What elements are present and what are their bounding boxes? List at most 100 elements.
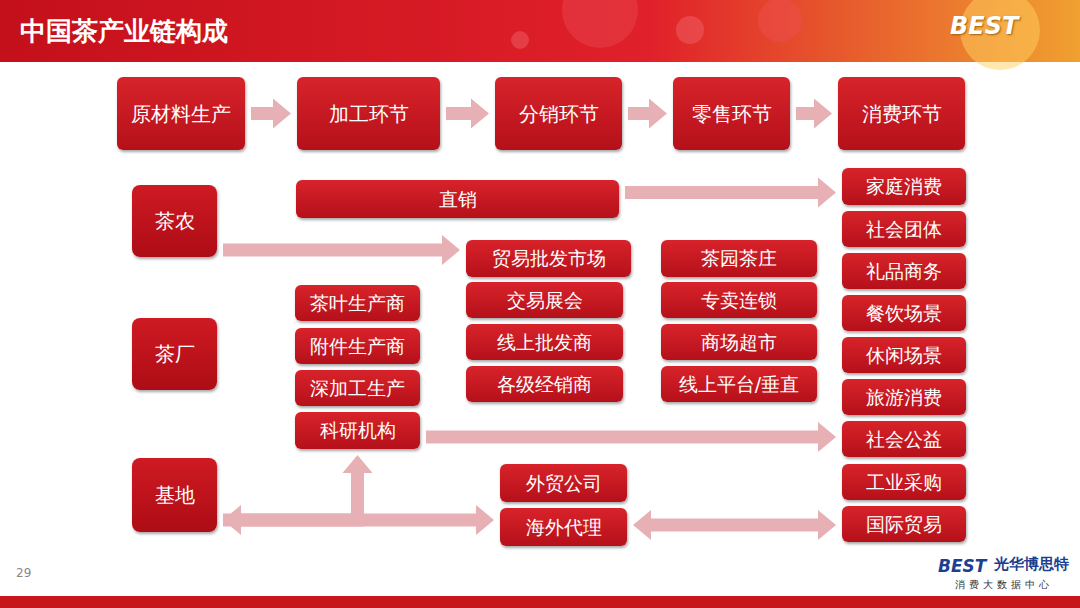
box-label: 加工环节: [329, 102, 409, 126]
box-label: 线上平台/垂直: [679, 373, 799, 396]
item-box: 外贸公司: [500, 464, 627, 502]
arrow-head: [814, 99, 832, 129]
arrow-head: [343, 455, 373, 473]
side-box: 茶厂: [132, 318, 217, 390]
arrow-shaft: [223, 244, 443, 257]
arrow-head: [471, 99, 489, 129]
item-box: 线上平台/垂直: [661, 366, 817, 402]
stage-box: 原材料生产: [117, 77, 245, 150]
flow-arrow: [796, 99, 832, 129]
logo-text: 光华博思特: [994, 555, 1069, 574]
box-label: 专卖连锁: [701, 289, 777, 312]
item-box: 各级经销商: [466, 366, 623, 402]
box-label: 休闲场景: [866, 344, 942, 367]
box-label: 外贸公司: [526, 472, 602, 495]
arrow-head: [273, 99, 291, 129]
box-label: 茶园茶庄: [701, 247, 777, 270]
item-box: 旅游消费: [842, 379, 966, 415]
box-label: 海外代理: [526, 516, 602, 539]
item-box: 专卖连锁: [661, 282, 817, 318]
deco-circle: [562, 0, 638, 48]
item-box: 交易展会: [466, 282, 623, 318]
box-label: 附件生产商: [310, 335, 405, 358]
box-label: 茶农: [155, 209, 195, 233]
arrow-shaft: [426, 431, 819, 444]
box-label: 贸易批发市场: [492, 247, 606, 270]
flow-arrow: [633, 510, 836, 540]
item-box: 商场超市: [661, 324, 817, 360]
item-box: 休闲场景: [842, 337, 966, 373]
item-box: 国际贸易: [842, 506, 966, 542]
item-box: 深加工生产: [295, 370, 420, 406]
item-box: 科研机构: [295, 412, 420, 449]
side-box: 基地: [132, 458, 217, 532]
arrow-head: [818, 510, 836, 540]
item-box: 茶叶生产商: [295, 285, 420, 321]
arrow-shaft: [796, 107, 815, 120]
item-box: 附件生产商: [295, 328, 420, 364]
flow-arrow: [251, 99, 291, 129]
item-box: 餐饮场景: [842, 295, 966, 331]
arrow-head: [633, 510, 651, 540]
page-number: 29: [16, 566, 31, 580]
box-label: 国际贸易: [866, 513, 942, 536]
item-box: 贸易批发市场: [466, 240, 631, 277]
box-label: 原材料生产: [131, 102, 231, 126]
deco-circle: [758, 0, 802, 42]
item-box: 线上批发商: [466, 324, 623, 360]
box-label: 分销环节: [519, 102, 599, 126]
arrow-shaft: [625, 186, 819, 199]
arrow-shaft: [628, 107, 650, 120]
box-label: 深加工生产: [310, 377, 405, 400]
logo-subtitle: 消费大数据中心: [955, 578, 1053, 592]
arrow-shaft: [446, 107, 472, 120]
stage-box: 零售环节: [673, 77, 790, 150]
flow-arrow: [223, 235, 460, 265]
item-box: 工业采购: [842, 464, 966, 500]
item-box: 茶园茶庄: [661, 240, 817, 277]
box-label: 茶厂: [155, 342, 195, 366]
item-box: 直销: [296, 180, 619, 218]
box-label: 商场超市: [701, 331, 777, 354]
item-box: 家庭消费: [842, 168, 966, 205]
title-bar: [0, 0, 1080, 62]
flow-arrow: [426, 422, 836, 452]
arrow-shaft: [251, 107, 274, 120]
flow-arrow: [223, 455, 373, 520]
box-label: 基地: [155, 483, 195, 507]
box-label: 科研机构: [320, 419, 396, 442]
box-label: 社会公益: [866, 428, 942, 451]
logo-text: BEST: [938, 556, 986, 576]
box-label: 消费环节: [862, 102, 942, 126]
box-label: 直销: [439, 188, 477, 211]
deco-circle: [511, 31, 529, 49]
arrow-head: [442, 235, 460, 265]
flow-arrow: [446, 99, 489, 129]
box-label: 旅游消费: [866, 386, 942, 409]
deco-circle: [676, 16, 704, 44]
arrow-shaft: [650, 519, 819, 532]
flow-arrow: [628, 99, 667, 129]
arrow-head: [649, 99, 667, 129]
logo-text: BEST: [950, 12, 1018, 40]
box-label: 零售环节: [692, 102, 772, 126]
side-box: 茶农: [132, 185, 217, 257]
slide-title: 中国茶产业链构成: [20, 14, 228, 49]
item-box: 礼品商务: [842, 253, 966, 289]
flow-arrow: [625, 178, 836, 208]
box-label: 线上批发商: [497, 331, 592, 354]
box-label: 茶叶生产商: [310, 292, 405, 315]
stage-box: 消费环节: [838, 77, 965, 150]
box-label: 餐饮场景: [866, 302, 942, 325]
arrow-head: [818, 422, 836, 452]
box-label: 各级经销商: [497, 373, 592, 396]
arrow-shaft: [223, 472, 358, 520]
item-box: 社会公益: [842, 421, 966, 457]
box-label: 交易展会: [507, 289, 583, 312]
stage-box: 加工环节: [297, 77, 440, 150]
box-label: 社会团体: [866, 218, 942, 241]
box-label: 礼品商务: [866, 260, 942, 283]
arrow-head: [476, 505, 494, 535]
item-box: 社会团体: [842, 211, 966, 247]
box-label: 工业采购: [866, 471, 942, 494]
